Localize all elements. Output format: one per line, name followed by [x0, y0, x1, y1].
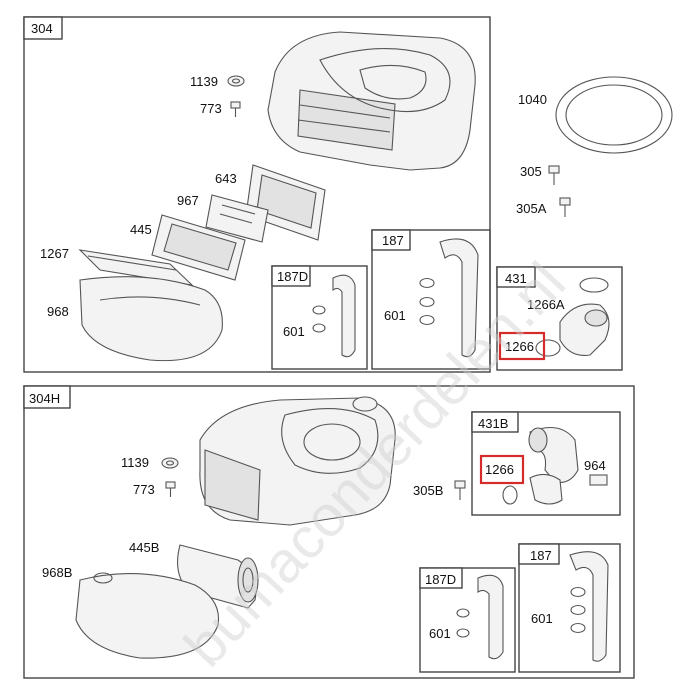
label-1267: 1267 [40, 246, 69, 261]
label-968B: 968B [42, 565, 72, 580]
label-1266-bottom-highlighted: 1266 [485, 462, 514, 477]
section-304: 304 [23, 16, 491, 373]
subbox-187-top: 187 601 [371, 229, 491, 370]
screw-305A [559, 197, 571, 217]
label-601-c: 601 [429, 626, 451, 641]
label-643: 643 [215, 171, 237, 186]
subbox-187-top-title: 187 [382, 233, 404, 248]
foam-445 [151, 214, 246, 281]
label-968: 968 [47, 304, 69, 319]
subbox-431-title: 431 [505, 271, 527, 286]
label-601-a: 601 [283, 324, 305, 339]
subbox-187-bottom-title: 187 [530, 548, 552, 563]
washer-1139-bottom [161, 457, 179, 469]
washer-1139-top [227, 75, 245, 87]
subbox-187D-bottom-title: 187D [425, 572, 456, 587]
subbox-431B: 431B 964 1266 [471, 411, 621, 516]
label-305A: 305A [516, 201, 547, 216]
subbox-431: 431 1266A 1266 [496, 266, 623, 371]
label-305: 305 [520, 164, 542, 179]
subbox-187D-top: 187D 601 [271, 265, 368, 370]
label-1139-top: 1139 [190, 74, 218, 89]
label-445: 445 [130, 222, 152, 237]
section-304H-title: 304H [29, 391, 60, 406]
subbox-187D-bottom: 187D 601 [419, 567, 516, 673]
filter-1267 [78, 249, 194, 286]
label-1040: 1040 [518, 92, 547, 107]
label-964: 964 [584, 458, 606, 473]
label-1266-top-highlighted: 1266 [505, 339, 534, 354]
label-1266A: 1266A [527, 297, 565, 312]
screw-305B [454, 480, 466, 500]
section-304-title: 304 [31, 21, 53, 36]
section-304H: 304H [23, 385, 635, 679]
label-967: 967 [177, 193, 199, 208]
screw-773-top [230, 101, 241, 117]
blower-housing-304H [199, 396, 396, 526]
screw-305 [548, 165, 560, 185]
label-773-top: 773 [200, 101, 222, 116]
plate-967 [205, 194, 269, 243]
blower-housing-304 [267, 31, 476, 171]
cover-968 [79, 276, 223, 362]
subbox-187D-top-title: 187D [277, 269, 308, 284]
label-601-b: 601 [384, 308, 406, 323]
cover-968B [75, 572, 220, 659]
label-1139-bottom: 1139 [121, 455, 149, 470]
subbox-187-bottom: 187 601 [518, 543, 621, 673]
label-445B: 445B [129, 540, 159, 555]
label-601-d: 601 [531, 611, 553, 626]
screw-773-bottom [165, 481, 176, 497]
subbox-431B-title: 431B [478, 416, 508, 431]
label-773-bottom: 773 [133, 482, 155, 497]
gasket-1040 [555, 76, 673, 154]
label-305B: 305B [413, 483, 443, 498]
